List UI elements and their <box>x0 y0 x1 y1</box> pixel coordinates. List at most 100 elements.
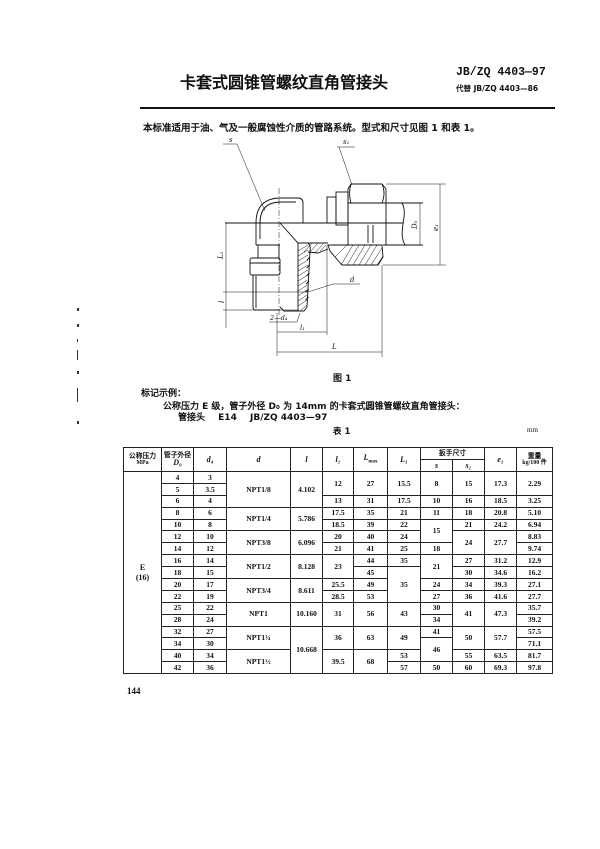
cell-d0: 16 <box>161 554 194 568</box>
cell-d4: 22 <box>193 601 227 615</box>
cell-lmax: 35 <box>353 506 388 520</box>
cell-e1: 41.6 <box>484 589 517 603</box>
table-row: 6 4 13 31 17.5 10 16 18.5 3.25 <box>124 494 553 508</box>
cell-s1: 24 <box>452 530 485 556</box>
header-tube-od-symbol: D₀ <box>173 458 182 468</box>
scan-artifact <box>77 350 78 360</box>
cell-L1: 53 <box>387 649 421 663</box>
cell-s1: 50 <box>452 625 485 651</box>
cell-s1: 18 <box>452 506 485 520</box>
table-row: 25 22 NPT1 10.160 31 56 43 30 41 47.3 35… <box>124 601 553 627</box>
table-header-row: 公称压力 MPa 管子外径 D₀ d₄ d l l₁ Lmax L₁ 扳手尺寸 … <box>123 447 553 472</box>
cell-d4: 17 <box>193 578 227 591</box>
header-wrench-size: 扳手尺寸 <box>420 447 485 460</box>
cell-d0: 40 <box>161 649 194 663</box>
cell-d0: 28 <box>161 613 194 627</box>
cell-s1: 15 <box>452 471 485 496</box>
header-l1-symbol: l₁ <box>335 454 341 464</box>
cell-e1: 34.6 <box>484 566 517 580</box>
header-tube-od: 管子外径 D₀ <box>161 447 194 472</box>
replaces-standard: 代替 JB/ZQ 4403—86 <box>456 84 539 93</box>
cell-thread: NPT1/8 <box>226 471 291 508</box>
cell-L1: 35 <box>387 554 421 568</box>
cell-d0: 34 <box>161 637 194 651</box>
cell-d4: 30 <box>193 637 227 651</box>
header-s: s <box>420 459 453 472</box>
cell-L1: 17.5 <box>387 494 421 508</box>
header-lmax-sub: max <box>368 459 378 465</box>
cell-d0: 42 <box>161 661 194 675</box>
cell-e1: 27.7 <box>484 530 517 556</box>
header-d: d <box>226 447 291 472</box>
cell-d0: 6 <box>161 494 194 508</box>
cell-e1: 63.5 <box>484 649 517 663</box>
cell-lmax: 41 <box>353 542 388 556</box>
header-weight: 重量 kg/100 件 <box>516 447 553 472</box>
cell-l1: 31 <box>322 601 354 627</box>
cell-s1: 55 <box>452 649 485 663</box>
table-caption: 表 1 <box>333 427 351 437</box>
cell-s1: 21 <box>452 518 485 532</box>
cell-l1: 39.5 <box>322 649 354 675</box>
cell-d0: 4 <box>161 471 194 484</box>
table-row: 12 10 NPT3/8 6.096 20 40 24 24 27.7 8.83 <box>124 530 553 556</box>
cell-d4: 8 <box>193 518 227 532</box>
header-s1: s₁ <box>452 459 485 472</box>
cell-thread: NPT1¼ <box>226 625 291 651</box>
header-pressure-unit: MPa <box>136 460 149 467</box>
cell-weight: 2.29 <box>516 471 553 496</box>
cell-L1: 25 <box>387 542 421 556</box>
cell-weight: 3.25 <box>516 494 553 508</box>
cell-s: 41 <box>420 625 453 639</box>
cell-thread: NPT1 <box>226 601 291 627</box>
label-s: s <box>229 136 233 144</box>
cell-l1: 28.5 <box>322 589 354 603</box>
table-row: 34 30 46 71.1 <box>124 637 553 663</box>
cell-L1: 43 <box>387 601 421 627</box>
table-row: E (16) 4 3 NPT1/8 4.102 12 27 15.5 8 15 … <box>123 470 553 675</box>
cell-lmax: 49 <box>353 578 388 591</box>
cell-d0: 8 <box>161 506 194 520</box>
header-s1-symbol: s₁ <box>465 460 472 470</box>
standard-number: JB/ZQ 4403—97 <box>456 66 546 79</box>
cell-weight: 71.1 <box>516 637 553 651</box>
scan-artifact <box>77 371 79 374</box>
scan-artifact <box>77 339 78 342</box>
cell-l: 6.096 <box>290 530 323 556</box>
table-subheader-row: s s₁ <box>124 459 553 472</box>
cell-d4: 24 <box>193 613 227 627</box>
cell-L1: 57 <box>387 661 421 675</box>
header-l1: l₁ <box>322 447 354 472</box>
cell-l1: 23 <box>322 554 354 580</box>
cell-L1: 15.5 <box>387 471 421 496</box>
marking-example-heading: 标记示例： <box>141 389 187 399</box>
table-row: 16 14 NPT1/2 8.128 23 44 35 21 27 31.2 1… <box>124 554 553 580</box>
cell-s: 18 <box>420 542 453 556</box>
header-L1-symbol: L₁ <box>400 454 408 464</box>
cell-d0: 20 <box>161 578 194 591</box>
scan-artifact <box>77 324 79 327</box>
page-number: 144 <box>127 686 141 696</box>
header-d4-symbol: d₄ <box>206 454 214 464</box>
cell-l: 10.668 <box>290 625 323 675</box>
cell-pressure: E (16) <box>123 470 162 675</box>
cell-e1: 57.7 <box>484 625 517 651</box>
cell-weight: 27.1 <box>516 578 553 591</box>
cell-d4: 12 <box>193 542 227 556</box>
cell-d0: 14 <box>161 542 194 556</box>
table-row: 8 6 NPT1/4 5.786 17.5 35 21 11 18 20.8 5… <box>124 506 553 532</box>
header-weight-unit: kg/100 件 <box>522 460 547 467</box>
cell-d4: 19 <box>193 589 227 603</box>
cell-s1: 27 <box>452 554 485 568</box>
header-l: l <box>290 447 323 472</box>
label-l: l <box>218 301 226 303</box>
pressure-grade: E <box>139 562 146 572</box>
cell-s: 8 <box>420 471 453 496</box>
dimension-lines <box>223 143 446 357</box>
cell-lmax: 53 <box>353 589 388 603</box>
marking-name: 管接头 <box>178 413 206 423</box>
header-d-symbol: d <box>256 454 261 464</box>
cell-s1: 30 <box>452 566 485 580</box>
table-row: 32 27 NPT1¼ 10.668 36 63 49 41 50 57.7 5… <box>124 625 553 675</box>
header-e1: e₁ <box>484 447 517 472</box>
